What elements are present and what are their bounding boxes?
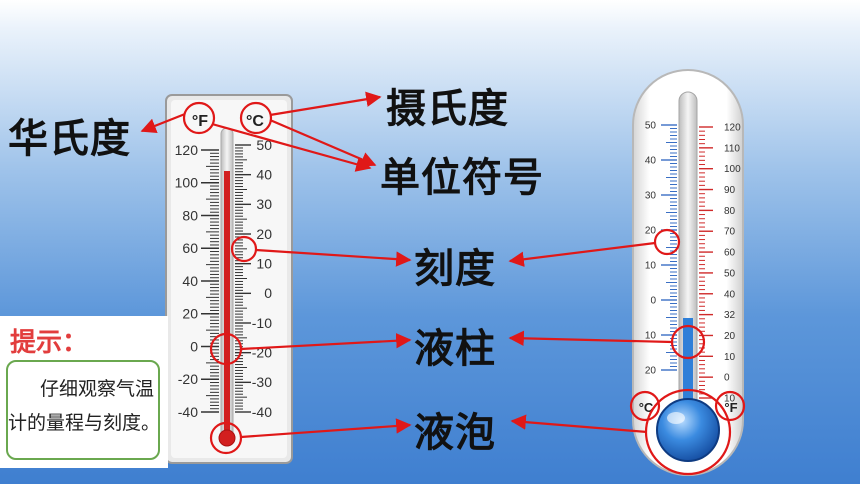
right-unit-f: °F xyxy=(724,400,737,415)
arrow-liquid-left xyxy=(240,333,412,351)
left-c-tick-label: 50 xyxy=(256,137,272,153)
left-f-tick-label: 0 xyxy=(190,338,198,354)
circle-right-unit-c xyxy=(629,390,661,422)
tip-title: 提示： xyxy=(10,328,89,358)
right-c-tick-label: 0 xyxy=(650,296,656,307)
tip-body-frame xyxy=(6,360,160,460)
left-f-tick-label: 20 xyxy=(182,306,198,322)
right-f-tick-label: 32 xyxy=(724,310,736,321)
left-unit-c: °C xyxy=(246,113,264,130)
left-c-tick-label: 10 xyxy=(256,256,272,272)
arrow-to-celsius xyxy=(269,91,382,117)
right-f-tick-label: 80 xyxy=(724,206,736,217)
right-c-tick-label: 30 xyxy=(645,191,657,202)
right-celsius-ticks: 50 40 30 20 10 0 10 20 xyxy=(645,121,677,377)
left-f-tick-label: 120 xyxy=(175,142,199,158)
circle-left-bulb xyxy=(209,421,243,455)
left-c-tick-label: -40 xyxy=(252,404,272,420)
left-c-tick-label: -10 xyxy=(252,315,272,331)
label-unit-symbol: 单位符号 xyxy=(380,155,544,201)
right-c-tick-label: 50 xyxy=(645,121,657,132)
left-c-tick-label: 0 xyxy=(264,285,272,301)
right-f-tick-label: 110 xyxy=(724,143,740,154)
arrow-unit-symbol-f xyxy=(211,122,372,172)
arrow-liquid-right xyxy=(508,330,673,347)
circle-left-unit-f xyxy=(182,101,216,135)
circle-right-unit-f xyxy=(714,390,746,422)
right-liquid-column xyxy=(683,318,693,418)
label-liquid-column: 液柱 xyxy=(414,326,496,372)
arrow-scale-left xyxy=(255,248,412,267)
label-bulb: 液泡 xyxy=(414,410,496,456)
left-bulb xyxy=(218,429,236,447)
tip-line-2: 计的量程与刻度。 xyxy=(8,412,161,434)
left-unit-f: °F xyxy=(192,113,208,130)
left-c-tick-label: 20 xyxy=(256,226,272,242)
right-c-tick-label: 20 xyxy=(645,366,657,377)
right-f-tick-label: 60 xyxy=(724,248,736,259)
left-f-tick-label: -20 xyxy=(178,371,198,387)
right-unit-c: °C xyxy=(639,400,654,415)
right-f-tick-label: 10 xyxy=(724,352,736,363)
arrow-to-fahrenheit xyxy=(140,112,186,134)
right-c-tick-label: 10 xyxy=(645,261,657,272)
arrow-bulb-right xyxy=(510,414,648,434)
left-fahrenheit-ticks: 120 100 80 60 40 20 0 -20 -40 xyxy=(175,142,219,420)
label-fahrenheit: 华氏度 xyxy=(8,116,131,162)
left-liquid-column xyxy=(224,171,230,436)
right-f-tick-label: 100 xyxy=(724,164,741,175)
right-f-tick-label: 40 xyxy=(724,289,736,300)
label-scale: 刻度 xyxy=(414,246,496,292)
left-c-tick-label: 40 xyxy=(256,167,272,183)
arrow-bulb-left xyxy=(240,418,412,439)
circle-left-unit-c xyxy=(239,101,273,135)
right-c-tick-label: 20 xyxy=(645,226,657,237)
right-bulb xyxy=(656,398,720,462)
right-f-tick-label: 0 xyxy=(724,373,730,384)
left-f-tick-label: 60 xyxy=(182,240,198,256)
annotation-arrows xyxy=(140,91,673,439)
tip-box: 提示： 仔细观察气温 计的量程与刻度。 xyxy=(0,316,168,468)
circle-right-scale xyxy=(653,228,681,256)
right-f-tick-label: 10 xyxy=(724,394,736,405)
arrow-scale-right xyxy=(508,241,656,267)
right-f-tick-label: 120 xyxy=(724,123,741,134)
tip-line-1: 仔细观察气温 xyxy=(40,378,155,400)
label-celsius: 摄氏度 xyxy=(386,86,509,132)
right-f-tick-label: 70 xyxy=(724,227,736,238)
right-c-tick-label: 40 xyxy=(645,156,657,167)
right-f-tick-label: 20 xyxy=(724,331,736,342)
right-c-tick-label: 10 xyxy=(645,331,657,342)
circle-left-scale xyxy=(230,235,258,263)
left-f-tick-label: 40 xyxy=(182,273,198,289)
left-c-tick-label: 30 xyxy=(256,196,272,212)
right-f-tick-label: 90 xyxy=(724,185,736,196)
left-f-tick-label: 80 xyxy=(182,207,198,223)
left-f-tick-label: 100 xyxy=(175,175,199,191)
right-f-tick-label: 50 xyxy=(724,268,736,279)
left-f-tick-label: -40 xyxy=(178,404,198,420)
left-c-tick-label: -30 xyxy=(252,374,272,390)
